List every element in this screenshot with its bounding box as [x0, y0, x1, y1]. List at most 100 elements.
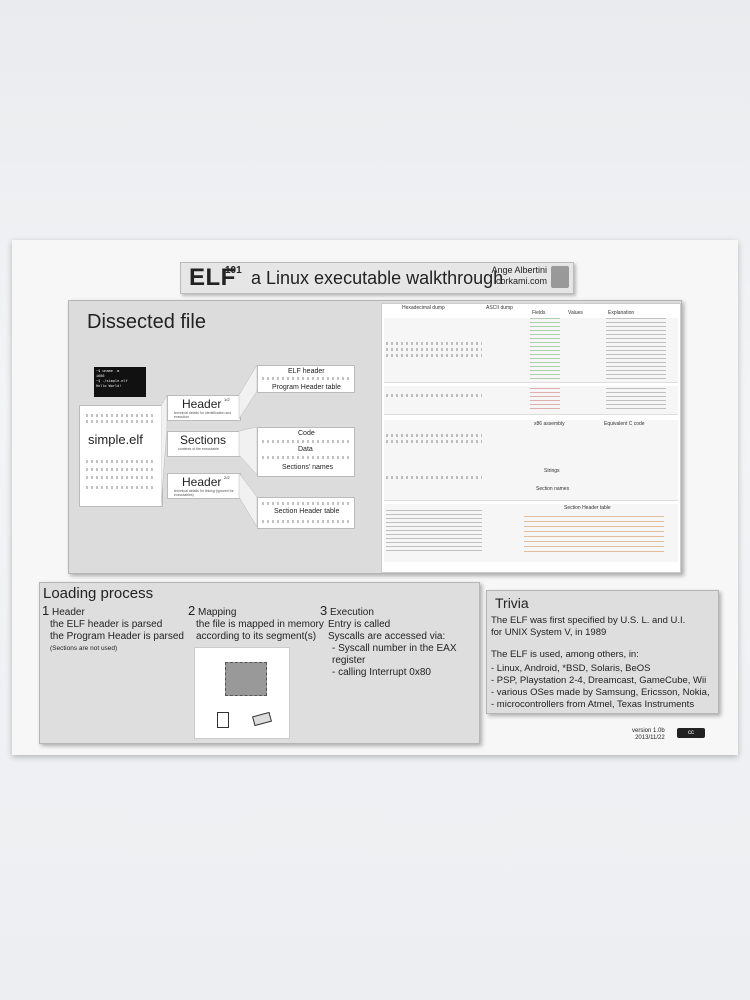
step-line: - Syscall number in the EAX register: [332, 643, 457, 666]
col-hex: Hexadecimal dump: [402, 305, 445, 311]
step-line: Syscalls are accessed via:: [328, 631, 446, 642]
col-fields: Fields: [532, 310, 546, 316]
pht-label: Program Header table: [272, 384, 341, 391]
loading-title: Loading process: [43, 585, 154, 602]
col-ascii: ASCII dump: [486, 305, 513, 311]
cc-license-icon: cc: [677, 728, 705, 738]
section-names-panel-label: Section names: [536, 486, 570, 492]
hex-preview: [86, 414, 154, 417]
trivia-item: - microcontrollers from Atmel, Texas Ins…: [491, 699, 695, 710]
step-num: 2: [188, 603, 196, 618]
dissected-title: Dissected file: [87, 311, 206, 333]
file-name: simple.elf: [88, 432, 143, 447]
step-head: Mapping: [198, 607, 237, 618]
hex-row: [386, 394, 482, 397]
explanation-list: [606, 388, 666, 412]
memory-chip-icon: [252, 711, 272, 727]
fields-list: [530, 318, 560, 380]
sections-sub: contents of the executable: [178, 447, 219, 451]
terminal-line: ~$ ./simple.elf: [96, 379, 128, 383]
hex-preview: [262, 502, 350, 505]
sections-label: Sections: [180, 433, 227, 447]
step-line: the ELF header is parsed: [50, 619, 163, 630]
header2-label: Header: [182, 475, 222, 489]
title-superscript: 101: [225, 265, 242, 276]
elf-header-block: ELF header Program Header table: [257, 365, 355, 393]
title-bar: ELF 101 a Linux executable walkthrough A…: [180, 262, 574, 294]
trivia-title: Trivia: [495, 595, 529, 611]
detail-panel: Hexadecimal dump ASCII dump Fields Value…: [381, 303, 681, 573]
terminal-line: i686: [96, 374, 105, 378]
elf-header-detail: [384, 318, 678, 383]
version-date: 2013/11/22: [635, 735, 665, 741]
step-num: 3: [320, 603, 328, 618]
author-site: corkami.com: [495, 276, 547, 286]
author-name: Ange Albertini: [491, 265, 547, 275]
sht-panel-label: Section Header table: [564, 505, 611, 511]
step-line: the Program Header is parsed: [50, 631, 184, 642]
hex-preview: [86, 420, 154, 423]
sections-detail-block: Code Data Sections' names: [257, 427, 355, 477]
col-values: Values: [568, 310, 583, 316]
trivia-item: - various OSes made by Samsung, Ericsson…: [491, 687, 710, 698]
hex-preview: [262, 520, 350, 523]
title-elf: ELF: [189, 264, 236, 291]
step-line: according to its segment(s): [196, 631, 317, 642]
header-sub: technical details for identification and…: [174, 411, 232, 419]
trivia-panel: Trivia The ELF was first specified by U.…: [486, 590, 719, 714]
hex-preview: [86, 460, 154, 463]
step-line: - calling Interrupt 0x80: [332, 667, 431, 678]
step-num: 1: [42, 603, 50, 618]
header-label: Header: [182, 397, 222, 411]
sht-table: [524, 516, 664, 552]
step-line: (Sections are not used): [50, 645, 118, 652]
step-line: Entry is called: [328, 619, 391, 630]
hex-row: [386, 354, 482, 357]
section-names-label: Sections' names: [282, 464, 334, 471]
hex-row: [386, 440, 482, 443]
code-label: Code: [298, 430, 315, 437]
hex-block: [386, 510, 482, 554]
loading-col-mapping: 2 Mapping the file is mapped in memory a…: [188, 603, 328, 643]
hex-row: [386, 434, 482, 437]
trivia-line: for UNIX System V, in 1989: [491, 627, 607, 638]
strings-label: Strings: [544, 468, 560, 474]
hex-preview: [86, 476, 154, 479]
elf-header-label: ELF header: [288, 368, 325, 375]
file-box: simple.elf: [79, 405, 163, 507]
sht-detail: Section Header table: [384, 504, 678, 562]
hex-row: [386, 348, 482, 351]
sht-block: Section Header table: [257, 497, 355, 529]
step-head: Header: [52, 607, 85, 618]
header2-block: Header 2/2 technical details for linking…: [167, 473, 241, 499]
poster: ELF 101 a Linux executable walkthrough A…: [12, 240, 738, 755]
author: Ange Albertini corkami.com: [487, 265, 547, 287]
author-logo-icon: [551, 266, 569, 288]
header-block: Header 1/2 technical details for identif…: [167, 395, 241, 421]
hex-row: [386, 342, 482, 345]
sections-block: Sections contents of the executable: [167, 431, 241, 457]
mapping-diagram: [194, 647, 290, 739]
trivia-item: - PSP, Playstation 2-4, Dreamcast, GameC…: [491, 675, 707, 686]
loading-col-header: 1 Header the ELF header is parsed the Pr…: [42, 603, 192, 655]
trivia-line: The ELF is used, among others, in:: [491, 649, 639, 660]
explanation-list: [606, 318, 666, 380]
trivia-item: - Linux, Android, *BSD, Solaris, BeOS: [491, 663, 651, 674]
code-detail: x86 assembly Equivalent C code Strings S…: [384, 420, 678, 501]
loading-col-execution: 3 Execution Entry is called Syscalls are…: [320, 603, 480, 679]
c-label: Equivalent C code: [604, 421, 645, 427]
hex-preview: [86, 468, 154, 471]
terminal: ~$ uname -m i686 ~$ ./simple.elf Hello W…: [94, 367, 146, 397]
header2-sup: 2/2: [224, 475, 230, 480]
step-head: Execution: [330, 607, 374, 618]
hex-preview: [262, 456, 350, 459]
hex-preview: [86, 486, 154, 489]
asm-label: x86 assembly: [534, 421, 565, 427]
hex-preview: [262, 440, 350, 443]
pht-detail: [384, 386, 678, 415]
file-icon: [217, 712, 229, 728]
header2-sub: technical details for linking (ignored f…: [174, 489, 234, 497]
terminal-line: ~$ uname -m: [96, 369, 120, 373]
version-info: version 1.0b 2013/11/22: [632, 728, 665, 742]
title-text: a Linux executable walkthrough: [251, 268, 504, 288]
